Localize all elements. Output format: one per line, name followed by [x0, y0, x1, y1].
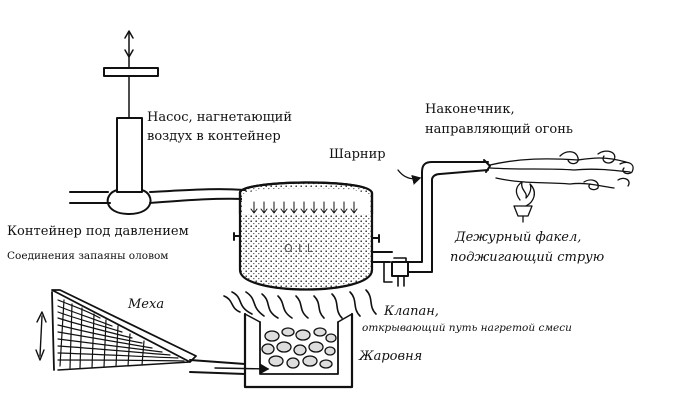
oil-label: O I L	[284, 242, 315, 255]
pump-label-line1: Насос, нагнетающий	[147, 110, 292, 125]
container-label: Контейнер под давлением	[7, 224, 189, 239]
air-arrows	[250, 201, 358, 214]
pilot-label-line1: Дежурный факел,	[455, 230, 582, 245]
heat-waves	[223, 289, 377, 319]
bellows	[35, 289, 197, 371]
pressure-container	[233, 181, 380, 291]
pilot-label-line2: поджигающий струю	[450, 250, 605, 265]
pump	[103, 30, 159, 215]
valve-label-line1: Клапан,	[384, 304, 439, 319]
joints-label: Соединения запаяны оловом	[7, 250, 169, 262]
nozzle-label-line2: направляющий огонь	[425, 122, 574, 137]
brazier	[243, 312, 354, 389]
valve-label-line2: открывающий путь нагретой смеси	[362, 322, 572, 334]
hinge-label: Шарнир	[329, 147, 386, 162]
pilot-flame	[513, 181, 536, 223]
pump-label-line2: воздух в контейнер	[147, 129, 281, 144]
outlet-pipe	[371, 159, 491, 287]
air-pipe	[69, 188, 246, 204]
hinge-pointer	[397, 169, 422, 185]
bellows-pipe	[189, 359, 270, 375]
bellows-label: Меха	[128, 297, 165, 312]
brazier-label: Жаровня	[359, 349, 423, 364]
nozzle-label-line1: Наконечник,	[425, 102, 515, 117]
fire-jet	[489, 150, 634, 191]
